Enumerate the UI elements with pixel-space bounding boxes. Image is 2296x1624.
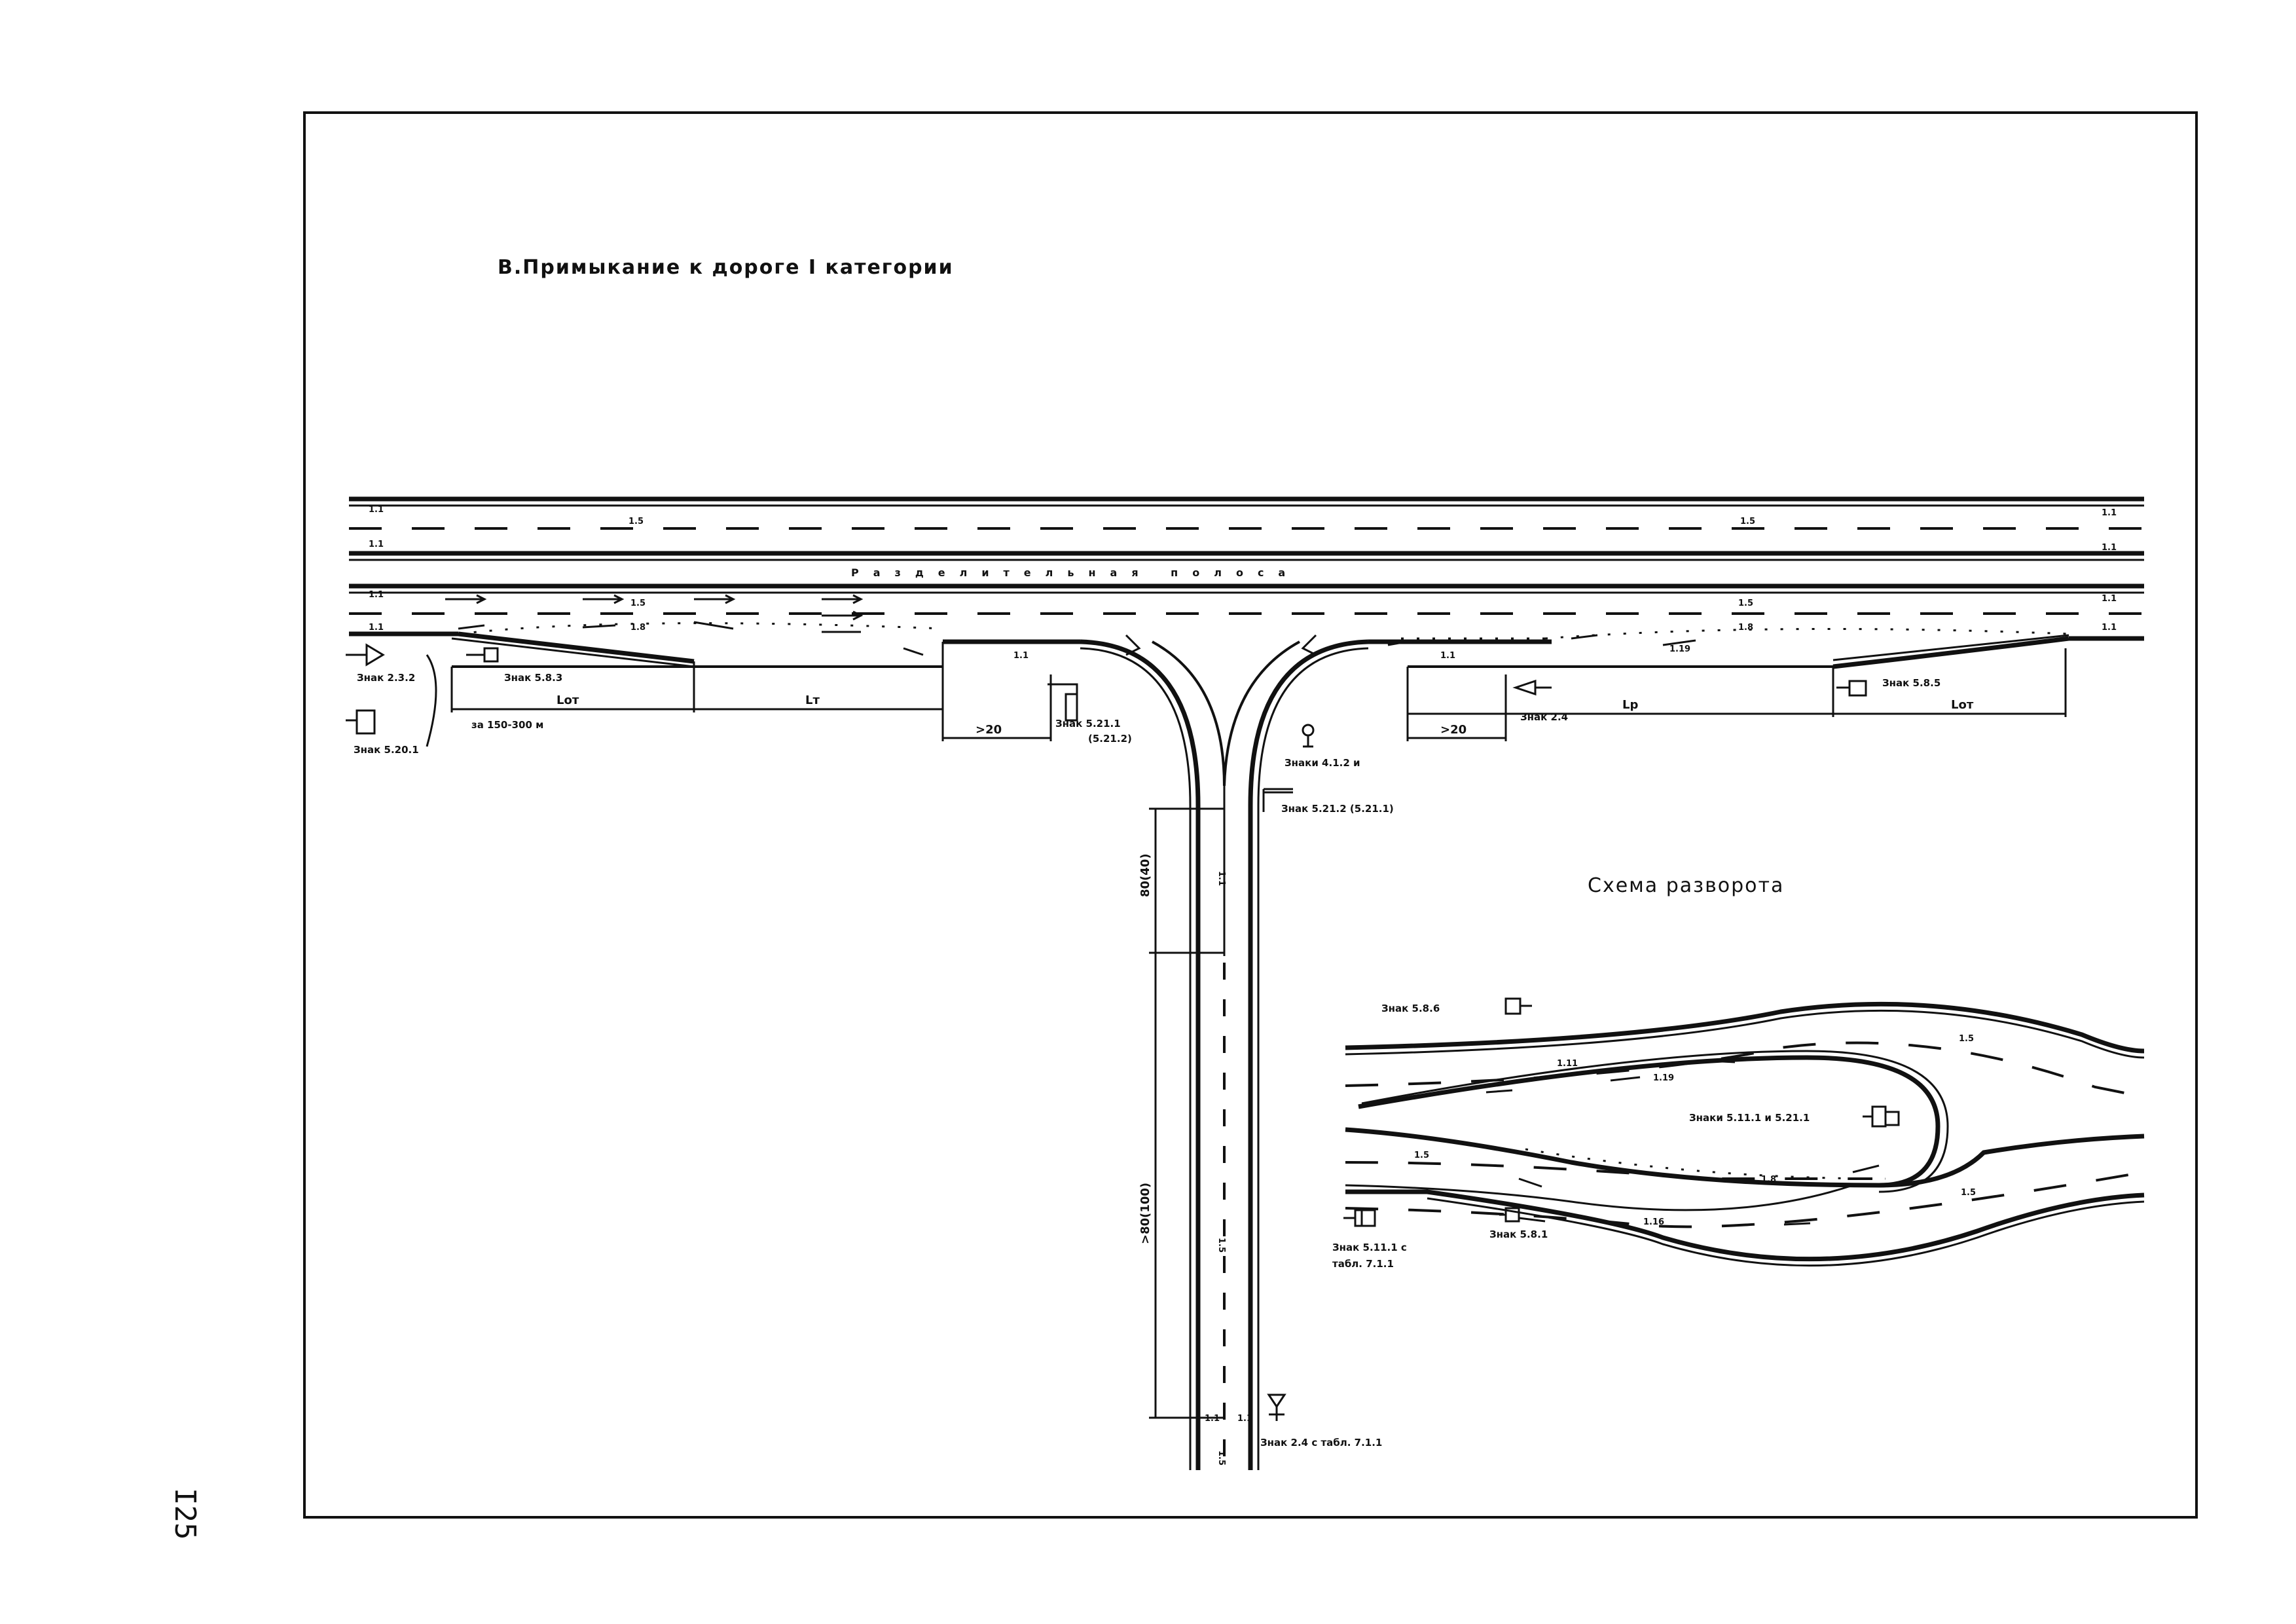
svg-text:1.8: 1.8 xyxy=(630,623,646,633)
svg-text:1.5: 1.5 xyxy=(1740,517,1755,526)
svg-text:Знак 5.8.6: Знак 5.8.6 xyxy=(1381,1003,1440,1014)
page-number: I25 xyxy=(168,1488,202,1540)
svg-text:1.1: 1.1 xyxy=(1440,651,1455,661)
svg-text:1.5: 1.5 xyxy=(1959,1034,1974,1044)
svg-text:Знак 5.8.3: Знак 5.8.3 xyxy=(504,672,562,684)
svg-text:1.1: 1.1 xyxy=(2102,623,2117,633)
svg-text:1.1: 1.1 xyxy=(2102,594,2117,604)
dimensions: Lот Lт >20 за 150-300 м Lр Lот >20 80(40… xyxy=(450,642,2067,1419)
svg-text:Знак 2.4 с табл. 7.1.1: Знак 2.4 с табл. 7.1.1 xyxy=(1260,1437,1382,1449)
svg-text:>20: >20 xyxy=(975,723,1002,737)
svg-text:1.5: 1.5 xyxy=(1961,1188,1976,1198)
svg-text:1.19: 1.19 xyxy=(1669,644,1690,654)
svg-text:Знак 5.21.2 (5.21.1): Знак 5.21.2 (5.21.1) xyxy=(1281,803,1394,815)
svg-text:1.8: 1.8 xyxy=(1738,623,1753,633)
svg-text:Знаки 4.1.2 и: Знаки 4.1.2 и xyxy=(1285,757,1360,769)
svg-text:Lот: Lот xyxy=(556,693,579,707)
drawing-frame xyxy=(303,111,2198,1519)
svg-text:1.11: 1.11 xyxy=(1557,1059,1578,1069)
svg-text:Знак 2.4: Знак 2.4 xyxy=(1520,711,1568,723)
svg-text:1.5: 1.5 xyxy=(1216,1450,1226,1466)
svg-text:1.5: 1.5 xyxy=(1216,1238,1226,1253)
svg-text:Знак 5.8.1: Знак 5.8.1 xyxy=(1489,1228,1548,1240)
drawing-title: В.Примыкание к дороге I категории xyxy=(498,256,954,279)
svg-text:Знак 2.3.2: Знак 2.3.2 xyxy=(357,672,415,684)
svg-text:Знак 5.11.1 с: Знак 5.11.1 с xyxy=(1332,1242,1407,1253)
svg-text:1.1: 1.1 xyxy=(369,623,384,633)
svg-text:1.5: 1.5 xyxy=(630,599,646,608)
svg-text:>80(100): >80(100) xyxy=(1139,1183,1152,1244)
svg-text:1.1: 1.1 xyxy=(369,540,384,549)
svg-text:1.5: 1.5 xyxy=(629,517,644,526)
lane-arrows xyxy=(445,594,1696,656)
svg-text:Знак 5.20.1: Знак 5.20.1 xyxy=(354,744,419,756)
svg-text:(5.21.2): (5.21.2) xyxy=(1088,733,1132,745)
svg-text:Знаки 5.11.1 и 5.21.1: Знаки 5.11.1 и 5.21.1 xyxy=(1689,1112,1810,1124)
svg-text:Знак 5.21.1: Знак 5.21.1 xyxy=(1055,718,1121,729)
svg-text:80(40): 80(40) xyxy=(1139,853,1152,897)
svg-text:1.5: 1.5 xyxy=(1414,1151,1429,1160)
median-label: Разделительная полоса xyxy=(851,566,1300,579)
svg-text:Lр: Lр xyxy=(1622,698,1638,712)
svg-text:>20: >20 xyxy=(1440,723,1467,737)
uturn-scheme: Схема разворота 1.11 1.19 1.5 1.5 1.8 1.… xyxy=(1332,874,2145,1270)
svg-text:1.8: 1.8 xyxy=(1761,1175,1776,1185)
side-road: 1.1 1.5 1.1 1.1 1.5 xyxy=(1080,634,1369,1470)
svg-text:за 150-300 м: за 150-300 м xyxy=(471,719,543,731)
svg-text:Знак 5.8.5: Знак 5.8.5 xyxy=(1882,677,1941,689)
svg-text:1.1: 1.1 xyxy=(1237,1414,1252,1424)
svg-text:Lт: Lт xyxy=(805,693,820,707)
svg-text:Lот: Lот xyxy=(1951,698,1974,712)
svg-text:1.1: 1.1 xyxy=(1216,871,1226,886)
svg-text:1.16: 1.16 xyxy=(1643,1217,1664,1227)
svg-text:1.1: 1.1 xyxy=(2102,543,2117,553)
svg-text:табл. 7.1.1: табл. 7.1.1 xyxy=(1332,1258,1394,1270)
svg-text:1.1: 1.1 xyxy=(1013,651,1029,661)
uturn-title: Схема разворота xyxy=(1588,874,1784,897)
svg-text:1.1: 1.1 xyxy=(2102,508,2117,518)
signs: Знак 2.3.2 Знак 5.20.1 Знак 5.8.3 Знак 5… xyxy=(346,643,1941,1449)
svg-text:1.19: 1.19 xyxy=(1653,1073,1674,1083)
svg-text:1.1: 1.1 xyxy=(369,505,384,515)
main-highway: Разделительная полоса 1.1 1.1 1.5 1.5 1.… xyxy=(349,496,2144,669)
svg-text:1.5: 1.5 xyxy=(1738,599,1753,608)
svg-text:1.1: 1.1 xyxy=(369,590,384,600)
